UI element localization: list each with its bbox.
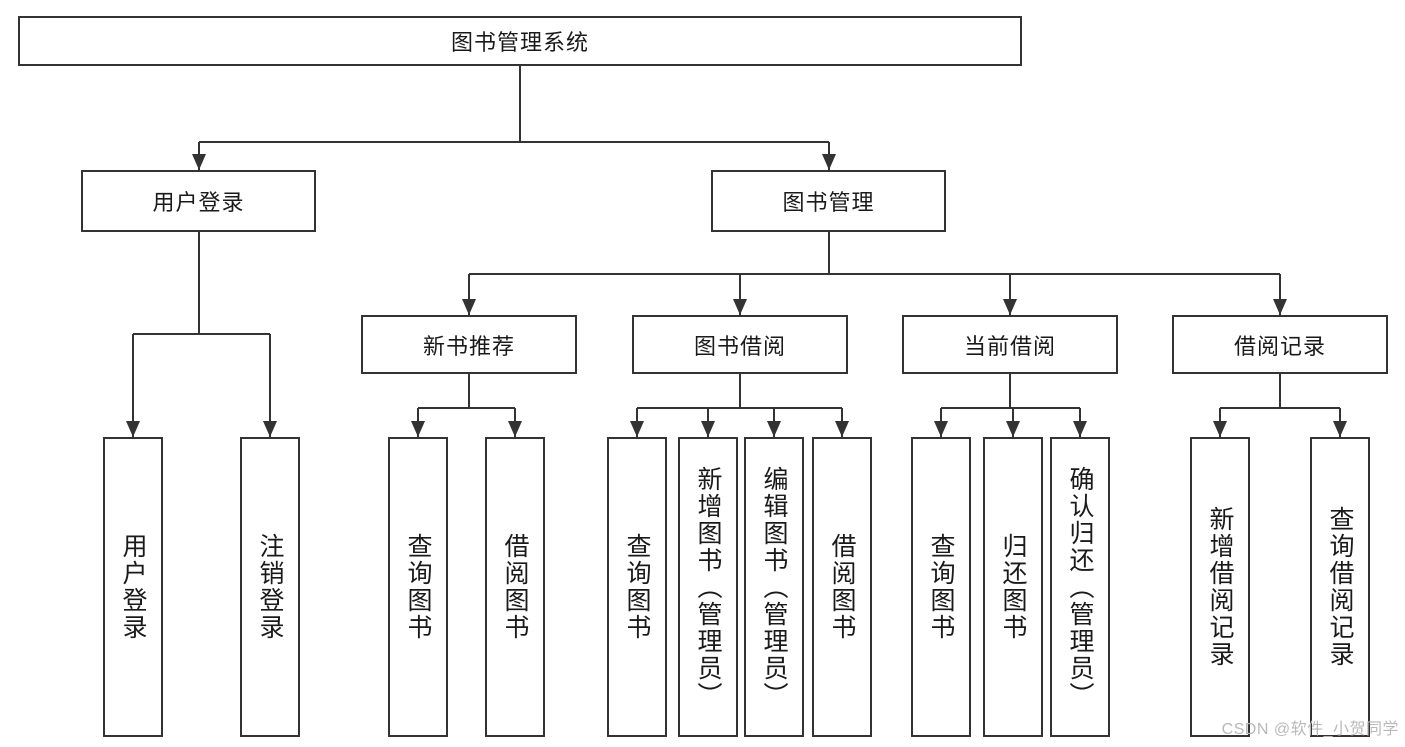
connector-mgr-to-l3-3: [1279, 274, 1281, 315]
node-label: 编辑图书（管理员）: [760, 465, 788, 709]
connector-图书借阅-bus: [637, 407, 842, 409]
arrowhead-icon-l3-0: [462, 299, 476, 315]
node-l2-用户登录-0[interactable]: 用户登录: [81, 170, 316, 232]
node-label: 用户登录: [119, 533, 147, 641]
node-l3-新书推荐-0[interactable]: 新书推荐: [361, 315, 577, 374]
node-leaf-编辑图书管理员-6[interactable]: 编辑图书（管理员）: [744, 437, 804, 737]
connector-借阅记录-stem: [1279, 374, 1281, 408]
connector-mgr-stem: [827, 232, 830, 274]
node-leaf-查询图书-8[interactable]: 查询图书: [911, 437, 971, 737]
connector-当前借阅-stem: [1009, 374, 1011, 408]
node-root[interactable]: 图书管理系统: [18, 16, 1022, 66]
node-leaf-查询图书-4[interactable]: 查询图书: [607, 437, 667, 737]
node-leaf-查询图书-2[interactable]: 查询图书: [388, 437, 448, 737]
connector-新书推荐-stem: [468, 374, 470, 408]
connector-mgr-bus: [469, 273, 1280, 275]
arrowhead-icon-leaf-2: [411, 421, 425, 437]
arrowhead-icon-l2-0: [191, 154, 206, 170]
arrowhead-icon-leaf-9: [1006, 421, 1020, 437]
node-label: 当前借阅: [963, 333, 1056, 359]
node-leaf-注销登录-1[interactable]: 注销登录: [240, 437, 300, 737]
node-leaf-借阅图书-7[interactable]: 借阅图书: [812, 437, 872, 737]
node-leaf-查询借阅记录-12[interactable]: 查询借阅记录: [1310, 437, 1370, 737]
connector-用户登录-stem: [197, 232, 200, 334]
connector-root-stem: [519, 66, 521, 142]
connector-mgr-to-l3-0: [468, 274, 470, 315]
node-label: 归还图书: [999, 533, 1027, 641]
node-label: 查询借阅记录: [1326, 506, 1354, 668]
node-label: 注销登录: [256, 533, 284, 641]
arrowhead-icon-leaf-6: [767, 421, 781, 437]
node-label: 用户登录: [152, 190, 245, 215]
node-label: 图书借阅: [693, 333, 786, 359]
arrowhead-icon-leaf-5: [701, 421, 715, 437]
arrowhead-icon-l3-2: [1003, 299, 1017, 315]
connector-新书推荐-bus: [418, 407, 515, 409]
node-label: 查询图书: [927, 533, 955, 641]
arrowhead-icon-leaf-4: [630, 421, 644, 437]
arrowhead-icon-leaf-10: [1073, 421, 1087, 437]
arrowhead-icon-leaf-7: [835, 421, 849, 437]
node-leaf-新增图书管理员-5[interactable]: 新增图书（管理员）: [678, 437, 738, 737]
arrowhead-icon-l2-1: [821, 154, 836, 170]
node-leaf-确认归还管理员-10[interactable]: 确认归还（管理员）: [1050, 437, 1110, 737]
node-l3-图书借阅-1[interactable]: 图书借阅: [632, 315, 848, 374]
arrowhead-icon-leaf-8: [934, 421, 948, 437]
node-l3-当前借阅-2[interactable]: 当前借阅: [902, 315, 1118, 374]
node-l3-借阅记录-3[interactable]: 借阅记录: [1172, 315, 1388, 374]
arrowhead-icon-l3-3: [1273, 299, 1287, 315]
node-label: 新增图书（管理员）: [694, 465, 722, 709]
arrowhead-icon-leaf-12: [1333, 421, 1347, 437]
node-label: 借阅记录: [1233, 333, 1326, 359]
connector-当前借阅-bus: [941, 407, 1080, 409]
connector-用户登录-to-leaf-1: [269, 334, 271, 437]
node-label: 查询图书: [404, 533, 432, 641]
arrowhead-icon-leaf-3: [508, 421, 522, 437]
arrowhead-icon-l3-1: [733, 299, 747, 315]
node-leaf-新增借阅记录-11[interactable]: 新增借阅记录: [1190, 437, 1250, 737]
node-label: 借阅图书: [501, 533, 529, 641]
node-leaf-用户登录-0[interactable]: 用户登录: [103, 437, 163, 737]
connector-用户登录-bus: [133, 333, 270, 335]
node-label: 图书管理: [782, 190, 875, 215]
connector-用户登录-to-leaf-0: [132, 334, 134, 437]
node-label: 图书管理系统: [450, 30, 589, 55]
node-label: 借阅图书: [828, 533, 856, 641]
node-leaf-归还图书-9[interactable]: 归还图书: [983, 437, 1043, 737]
arrowhead-icon-leaf-0: [126, 421, 140, 437]
connector-root-bus: [198, 141, 829, 143]
connector-借阅记录-bus: [1220, 407, 1340, 409]
arrowhead-icon-leaf-11: [1213, 421, 1227, 437]
connector-mgr-to-l3-2: [1009, 274, 1011, 315]
node-leaf-借阅图书-3[interactable]: 借阅图书: [485, 437, 545, 737]
node-label: 查询图书: [623, 533, 651, 641]
node-l2-图书管理-1[interactable]: 图书管理: [711, 170, 946, 232]
node-label: 新书推荐: [422, 333, 515, 359]
node-label: 新增借阅记录: [1206, 506, 1234, 668]
arrowhead-icon-leaf-1: [263, 421, 277, 437]
node-label: 确认归还（管理员）: [1066, 465, 1094, 709]
connector-图书借阅-stem: [739, 374, 741, 408]
connector-mgr-to-l3-1: [739, 274, 741, 315]
